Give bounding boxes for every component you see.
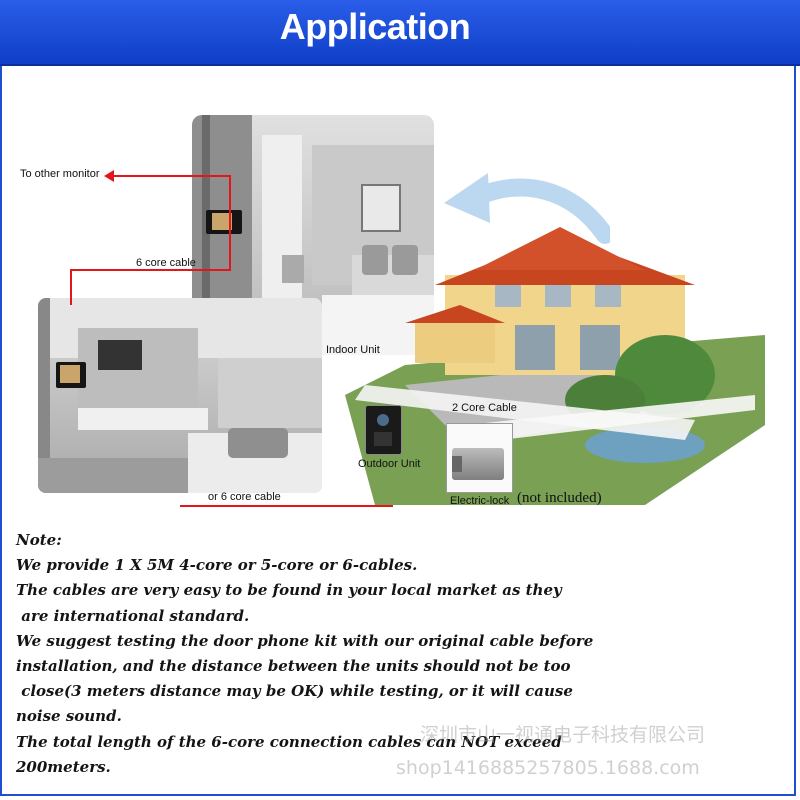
note-heading: Note: — [16, 531, 62, 549]
living-room-photo — [38, 298, 322, 493]
label-electric-lock: Electric-lock — [450, 495, 510, 507]
arrow-left-icon — [104, 170, 114, 182]
label-to-other-monitor: To other monitor — [20, 168, 100, 180]
electric-lock-device — [452, 448, 504, 480]
outdoor-unit-device — [365, 405, 402, 455]
label-six-core-cable: 6 core cable — [136, 257, 196, 269]
note-line: We provide 1 X 5M 4-core or 5-core or 6-… — [16, 556, 418, 575]
note-line: installation, and the distance between t… — [16, 657, 571, 676]
note-section: Note: We provide 1 X 5M 4-core or 5-core… — [16, 528, 786, 780]
indoor-monitor — [206, 210, 242, 234]
page-title: Application — [279, 6, 471, 47]
cable-vertical-left — [70, 269, 72, 305]
cable-bottom — [180, 505, 392, 507]
label-outdoor-unit: Outdoor Unit — [358, 458, 421, 470]
cable-to-other-monitor — [112, 175, 230, 177]
label-not-included: (not included) — [517, 490, 602, 506]
label-two-core-cable: 2 Core Cable — [452, 402, 517, 414]
curved-arrow-icon — [444, 173, 610, 244]
label-indoor-unit: Indoor Unit — [326, 344, 380, 356]
watermark-shop: shop1416885257805.1688.com — [396, 757, 700, 779]
note-line: close(3 meters distance may be OK) while… — [16, 682, 573, 701]
label-or-six-core-cable: or 6 core cable — [208, 491, 281, 503]
note-line: noise sound. — [16, 707, 122, 726]
second-monitor — [56, 362, 86, 388]
note-line: 200meters. — [16, 757, 111, 776]
note-line: are international standard. — [16, 606, 250, 625]
note-line: The cables are very easy to be found in … — [16, 581, 562, 600]
note-line: The total length of the 6-core connectio… — [16, 732, 562, 751]
cable-horizontal-mid — [70, 269, 231, 271]
cable-vertical-upper — [229, 175, 231, 270]
header-bar: Application — [0, 0, 800, 66]
note-line: We suggest testing the door phone kit wi… — [16, 631, 594, 650]
watermark-company: 深圳市山一视通电子科技有限公司 — [420, 724, 706, 746]
